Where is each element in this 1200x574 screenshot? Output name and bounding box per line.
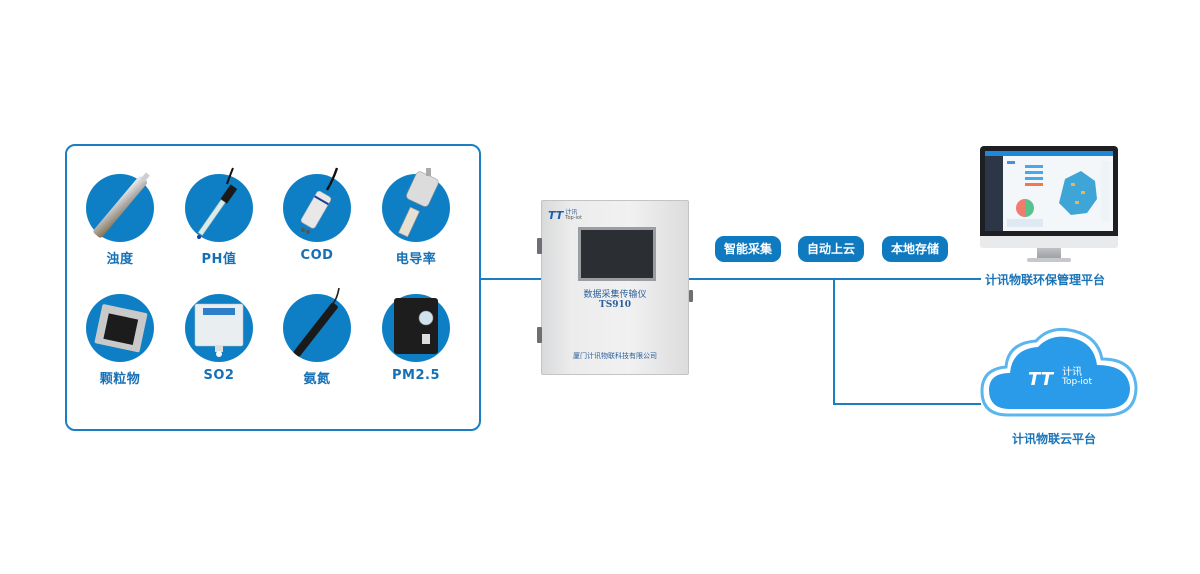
feature-tag-local-storage: 本地存储 <box>882 236 949 262</box>
sensor-turbidity: 浊度 <box>75 172 165 267</box>
device-logo-mark: TT <box>548 209 564 222</box>
particulate-sensor-icon <box>86 294 154 362</box>
platform-screenshot <box>985 151 1113 231</box>
pm25-sensor-icon <box>382 294 450 362</box>
sensor-label: SO2 <box>203 368 235 383</box>
cloud-brand-sub: Top-iot <box>1062 377 1092 387</box>
device-title: 数据采集传输仪 <box>583 290 647 300</box>
sensor-label: 颗粒物 <box>99 372 141 387</box>
svg-text:TT: TT <box>1028 369 1055 390</box>
turbidity-sensor-icon <box>86 172 154 242</box>
device-model: TS910 <box>599 300 631 310</box>
monitor-frame <box>980 146 1118 236</box>
sensor-label: PH值 <box>201 252 237 267</box>
sensor-label: 电导率 <box>395 252 437 267</box>
sensor-panel: 浊度 PH值 COD <box>65 144 481 431</box>
cloud-platform-label: 计讯物联云平台 <box>1012 432 1097 446</box>
sensor-label: 浊度 <box>106 252 134 267</box>
monitor-chin <box>980 236 1118 248</box>
device-hinge-bottom <box>537 327 542 343</box>
cod-sensor-icon <box>283 167 351 242</box>
device-latch <box>689 290 693 302</box>
device-hinge-top <box>537 238 542 254</box>
device-brand: 计讯 <box>565 209 578 216</box>
sensor-ammonia: 氨氮 <box>272 287 362 387</box>
monitor-icon <box>980 146 1118 262</box>
ammonia-nitrogen-sensor-icon <box>283 287 351 362</box>
sensor-label: PM2.5 <box>392 368 440 383</box>
sensor-particulate: 颗粒物 <box>75 294 165 387</box>
monitor-base <box>1027 258 1071 262</box>
sensor-cod: COD <box>272 167 362 263</box>
connector-sensors-device <box>481 278 542 280</box>
cloud-brand: 计讯 <box>1062 367 1082 378</box>
feature-tag-smart-collect: 智能采集 <box>715 236 782 262</box>
device-company: 厦门计讯物联科技有限公司 <box>573 352 657 360</box>
cloud-icon: TT 计讯 Top-iot <box>978 323 1140 427</box>
ph-sensor-icon <box>185 167 253 242</box>
connector-vertical <box>833 278 835 404</box>
connector-cloud <box>833 403 981 405</box>
feature-tag-auto-cloud: 自动上云 <box>798 236 865 262</box>
data-acquisition-device: TT 计讯 Top-iot 数据采集传输仪 TS910 厦门计讯物联科技有限公司 <box>541 200 689 375</box>
monitor-stand <box>1037 248 1061 258</box>
sensor-pm25: PM2.5 <box>371 294 461 383</box>
env-platform-label: 计讯物联环保管理平台 <box>985 273 1106 287</box>
so2-sensor-icon <box>185 294 253 362</box>
sensor-label: COD <box>300 248 334 263</box>
conductivity-sensor-icon <box>382 168 450 242</box>
device-logo: TT 计讯 Top-iot <box>548 209 582 222</box>
sensor-conductivity: 电导率 <box>371 168 461 267</box>
device-brand-sub: Top-iot <box>565 215 582 221</box>
sensor-so2: SO2 <box>174 294 264 383</box>
device-screen <box>578 227 656 281</box>
sensor-ph: PH值 <box>174 167 264 267</box>
sensor-label: 氨氮 <box>303 372 331 387</box>
connector-device-platform <box>689 278 981 280</box>
device-brand-stack: 计讯 Top-iot <box>565 210 582 221</box>
